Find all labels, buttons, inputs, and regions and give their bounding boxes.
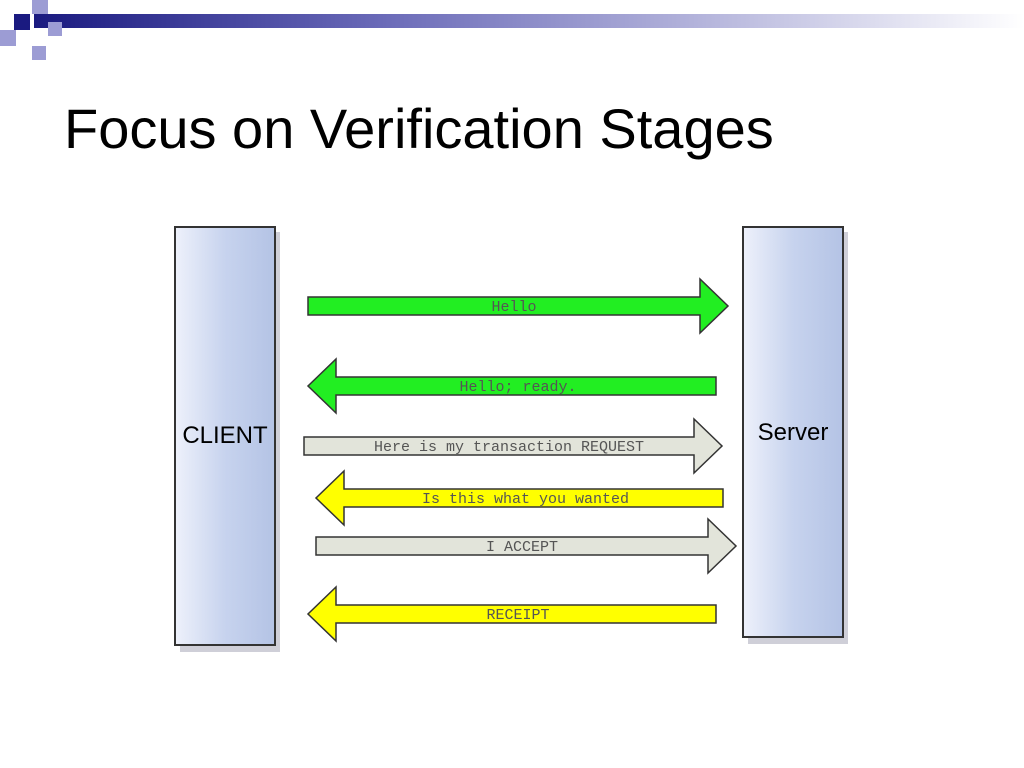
message-label-3: Here is my transaction REQUEST	[374, 439, 644, 456]
message-arrow-3	[303, 417, 724, 475]
message-label-2: Hello; ready.	[459, 379, 576, 396]
corner-square-mid	[16, 30, 32, 46]
corner-square-light-1	[0, 30, 16, 46]
server-box	[742, 226, 844, 638]
message-arrow-5	[315, 517, 738, 575]
corner-square-dark	[14, 14, 30, 30]
corner-square-light-4	[32, 46, 46, 60]
client-box	[174, 226, 276, 646]
server-label: Server	[758, 419, 829, 446]
header-gradient-bar	[34, 14, 1024, 28]
message-label-4: Is this what you wanted	[422, 491, 629, 508]
corner-square-light-2	[32, 0, 48, 14]
slide-title: Focus on Verification Stages	[64, 97, 774, 160]
corner-square-light-3	[48, 22, 62, 36]
message-label-1: Hello	[491, 299, 536, 316]
message-label-6: RECEIPT	[486, 607, 549, 624]
corner-decoration	[0, 0, 1024, 60]
message-arrow-2	[306, 357, 717, 415]
message-label-5: I ACCEPT	[486, 539, 558, 556]
client-label: CLIENT	[182, 422, 268, 449]
message-arrow-6	[306, 585, 717, 643]
message-arrow-4	[314, 469, 724, 527]
message-arrow-1	[307, 277, 730, 335]
